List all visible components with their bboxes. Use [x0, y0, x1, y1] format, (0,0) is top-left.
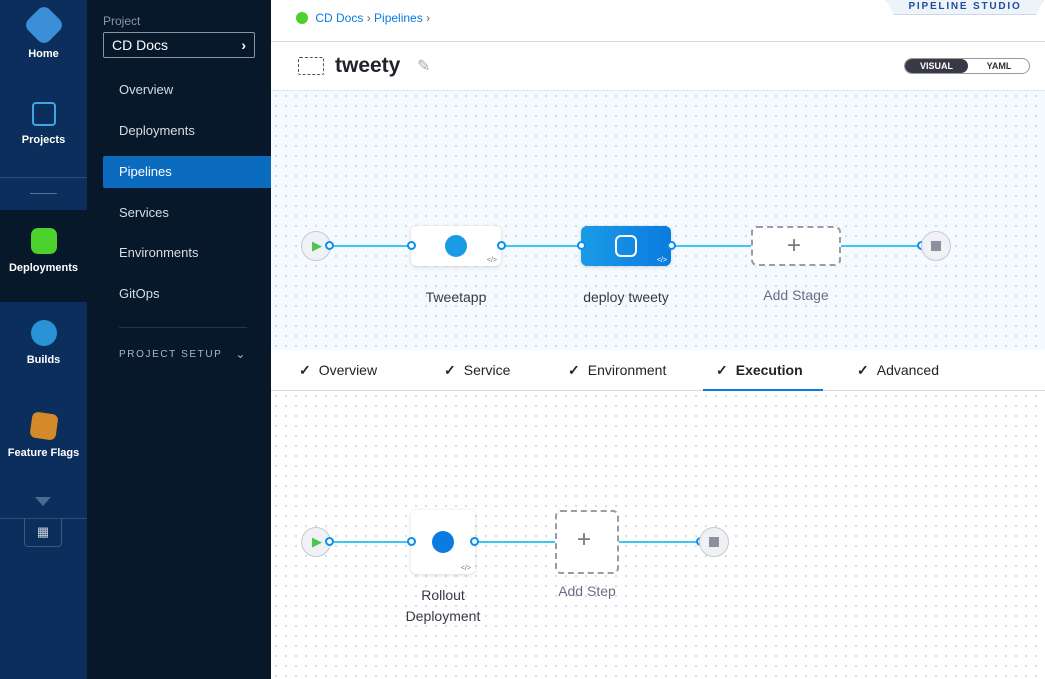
projects-icon	[31, 102, 56, 126]
project-label: Project	[103, 14, 141, 28]
nav-home[interactable]: Home	[0, 3, 87, 60]
module-nav: Home Projects Deployments Builds Feature…	[0, 0, 87, 679]
tab-environment[interactable]: ✓Environment	[568, 362, 667, 378]
project-sidebar: Project CD Docs › Overview Deployments P…	[87, 0, 271, 679]
feature-flags-icon	[28, 411, 59, 441]
stop-icon	[931, 241, 941, 251]
stage-label: Tweetapp	[425, 289, 487, 305]
code-icon: </>	[656, 257, 667, 264]
chevron-right-icon: ›	[241, 37, 246, 53]
pipeline-studio-badge: PIPELINE STUDIO	[886, 0, 1044, 15]
edit-pencil-icon[interactable]: ✎	[417, 58, 431, 75]
divider	[119, 327, 247, 328]
builds-icon	[30, 320, 57, 346]
tab-overview[interactable]: ✓Overview	[299, 362, 378, 378]
toggle-visual[interactable]: VISUAL	[905, 59, 968, 73]
section-label: PROJECT SETUP	[119, 349, 223, 360]
pipeline-start: ▶	[301, 231, 331, 261]
check-icon: ✓	[716, 362, 728, 378]
home-icon	[22, 3, 65, 47]
project-setup-toggle[interactable]: PROJECT SETUP ⌄	[119, 347, 247, 361]
deploy-stage-icon	[615, 235, 637, 257]
divider	[271, 41, 1045, 42]
divider	[0, 177, 87, 178]
breadcrumb: CD Docs › Pipelines ›	[296, 11, 430, 25]
nav-label: Feature Flags	[7, 447, 80, 459]
execution-end	[699, 527, 729, 557]
check-icon: ✓	[857, 362, 869, 378]
tab-execution[interactable]: ✓Execution	[703, 350, 823, 391]
nav-deployments[interactable]: Deployments	[0, 210, 87, 302]
step-rollout-deployment[interactable]: </>	[411, 510, 475, 574]
nav-projects[interactable]: Projects	[0, 102, 87, 146]
stage-tweetapp[interactable]: </>	[411, 226, 501, 266]
sidebar-item-deployments[interactable]: Deployments	[119, 123, 195, 138]
build-stage-icon	[445, 235, 467, 257]
nav-builds[interactable]: Builds	[0, 320, 87, 366]
pipeline-studio: CD Docs › Pipelines › PIPELINE STUDIO tw…	[271, 0, 1045, 679]
view-toggle: VISUAL YAML	[904, 58, 1030, 74]
expand-down-icon[interactable]	[35, 497, 51, 506]
cd-module-icon	[296, 12, 308, 24]
stage-label: deploy tweety	[583, 289, 669, 305]
add-step-button[interactable]: +	[555, 510, 619, 574]
plus-icon: +	[577, 526, 592, 553]
breadcrumb-link-cd-docs[interactable]: CD Docs	[315, 11, 364, 25]
sidebar-item-pipelines[interactable]: Pipelines	[103, 156, 271, 188]
play-icon: ▶	[312, 238, 322, 253]
tab-service[interactable]: ✓Service	[444, 362, 511, 378]
pipeline-end	[921, 231, 951, 261]
stage-canvas: ▶ </> </> + Tweetapp deploy tweety Add S…	[271, 90, 1045, 350]
project-name: CD Docs	[112, 37, 169, 53]
add-stage-button[interactable]: +	[751, 226, 841, 266]
code-icon: </>	[486, 257, 497, 264]
apps-grid-icon[interactable]: ▦	[24, 518, 62, 547]
chevron-down-icon: ⌄	[235, 347, 247, 361]
play-icon: ▶	[312, 534, 322, 549]
check-icon: ✓	[444, 362, 456, 378]
nav-label: Builds	[26, 354, 61, 366]
tab-advanced[interactable]: ✓Advanced	[857, 362, 940, 378]
nav-label: Projects	[21, 134, 66, 146]
divider	[30, 193, 57, 194]
nav-feature-flags[interactable]: Feature Flags	[0, 411, 87, 459]
plus-icon: +	[787, 232, 802, 259]
project-selector[interactable]: CD Docs ›	[103, 32, 255, 58]
nav-label: Home	[28, 48, 59, 60]
sidebar-item-overview[interactable]: Overview	[119, 82, 174, 97]
check-icon: ✓	[299, 362, 311, 378]
toggle-yaml[interactable]: YAML	[986, 61, 1012, 71]
sidebar-item-services[interactable]: Services	[119, 205, 169, 220]
rollout-icon	[432, 531, 454, 553]
stage-deploy-tweety[interactable]: </>	[581, 226, 671, 266]
divider	[0, 518, 87, 519]
sidebar-item-gitops[interactable]: GitOps	[119, 286, 160, 301]
stage-label: Add Stage	[763, 287, 829, 303]
pipeline-icon	[298, 57, 324, 75]
sidebar-item-environments[interactable]: Environments	[119, 245, 199, 260]
check-icon: ✓	[568, 362, 580, 378]
deployments-icon	[30, 228, 57, 254]
step-label: Add Step	[558, 583, 616, 599]
nav-label: Deployments	[8, 262, 79, 274]
stop-icon	[709, 537, 719, 547]
code-icon: </>	[460, 565, 471, 572]
page-title: tweety	[335, 54, 401, 77]
breadcrumb-link-pipelines[interactable]: Pipelines	[374, 11, 423, 25]
